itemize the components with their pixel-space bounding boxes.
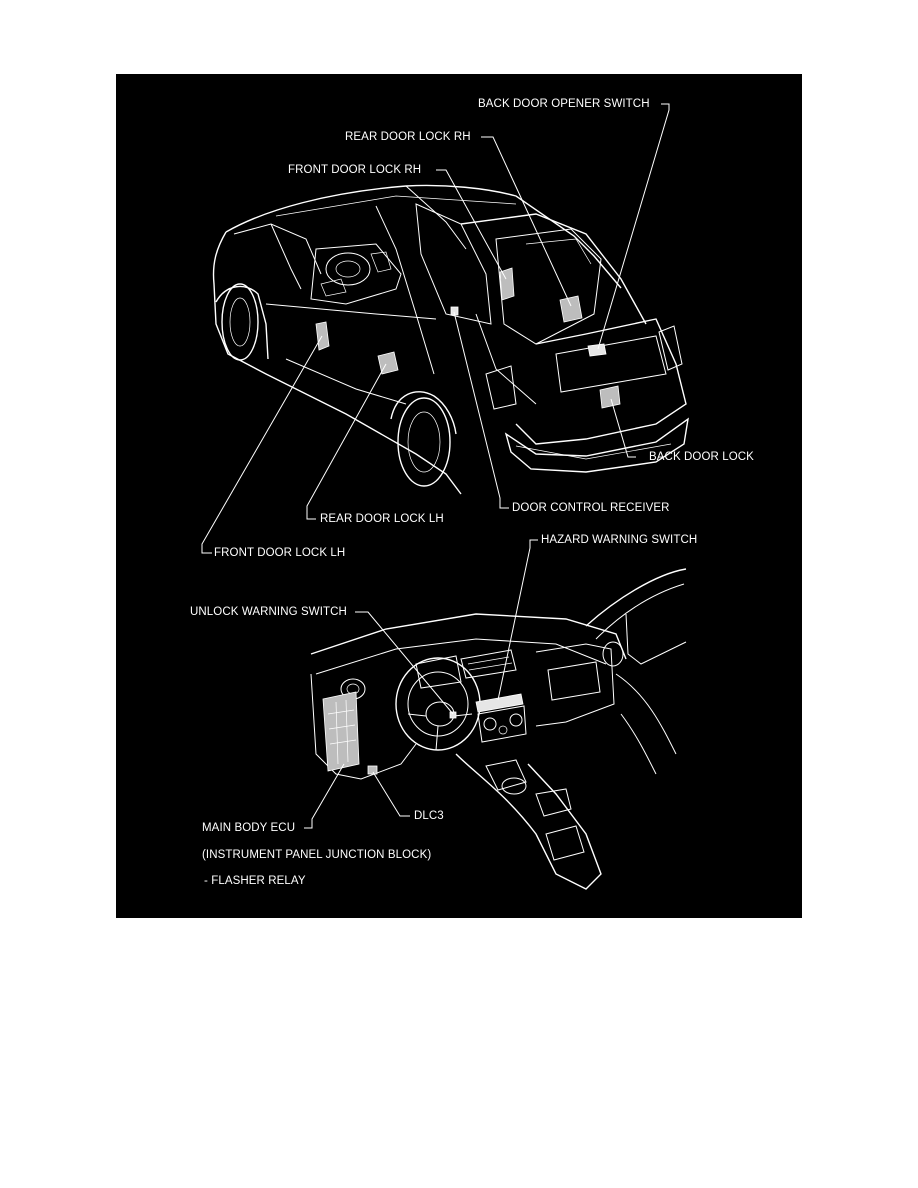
rear-door-lock-lh-label: REAR DOOR LOCK LH <box>320 513 444 525</box>
vehicle-leader-lines <box>201 103 670 554</box>
dashboard-illustration <box>310 568 687 890</box>
front-door-lock-rh-label: FRONT DOOR LOCK RH <box>288 164 422 176</box>
diagram-line-art <box>201 103 689 890</box>
hazard-warning-switch-label: HAZARD WARNING SWITCH <box>541 534 698 546</box>
dlc3-label: DLC3 <box>414 810 444 822</box>
front-door-lock-lh-label: FRONT DOOR LOCK LH <box>214 547 346 559</box>
back-door-opener-switch-label: BACK DOOR OPENER SWITCH <box>478 98 650 110</box>
main-body-ecu-label: MAIN BODY ECU <box>202 822 296 834</box>
component-location-diagram: BACK DOOR OPENER SWITCH REAR DOOR LOCK R… <box>116 74 802 918</box>
flasher-relay-label: - FLASHER RELAY <box>204 875 306 887</box>
door-control-receiver-label: DOOR CONTROL RECEIVER <box>512 502 670 514</box>
vehicle-illustration <box>212 184 689 495</box>
dashboard-leader-lines <box>304 539 538 829</box>
rear-door-lock-rh-label: REAR DOOR LOCK RH <box>345 131 471 143</box>
instrument-panel-junction-block-label: (INSTRUMENT PANEL JUNCTION BLOCK) <box>202 849 432 861</box>
back-door-lock-label: BACK DOOR LOCK <box>649 451 754 463</box>
unlock-warning-switch-label: UNLOCK WARNING SWITCH <box>190 606 347 618</box>
